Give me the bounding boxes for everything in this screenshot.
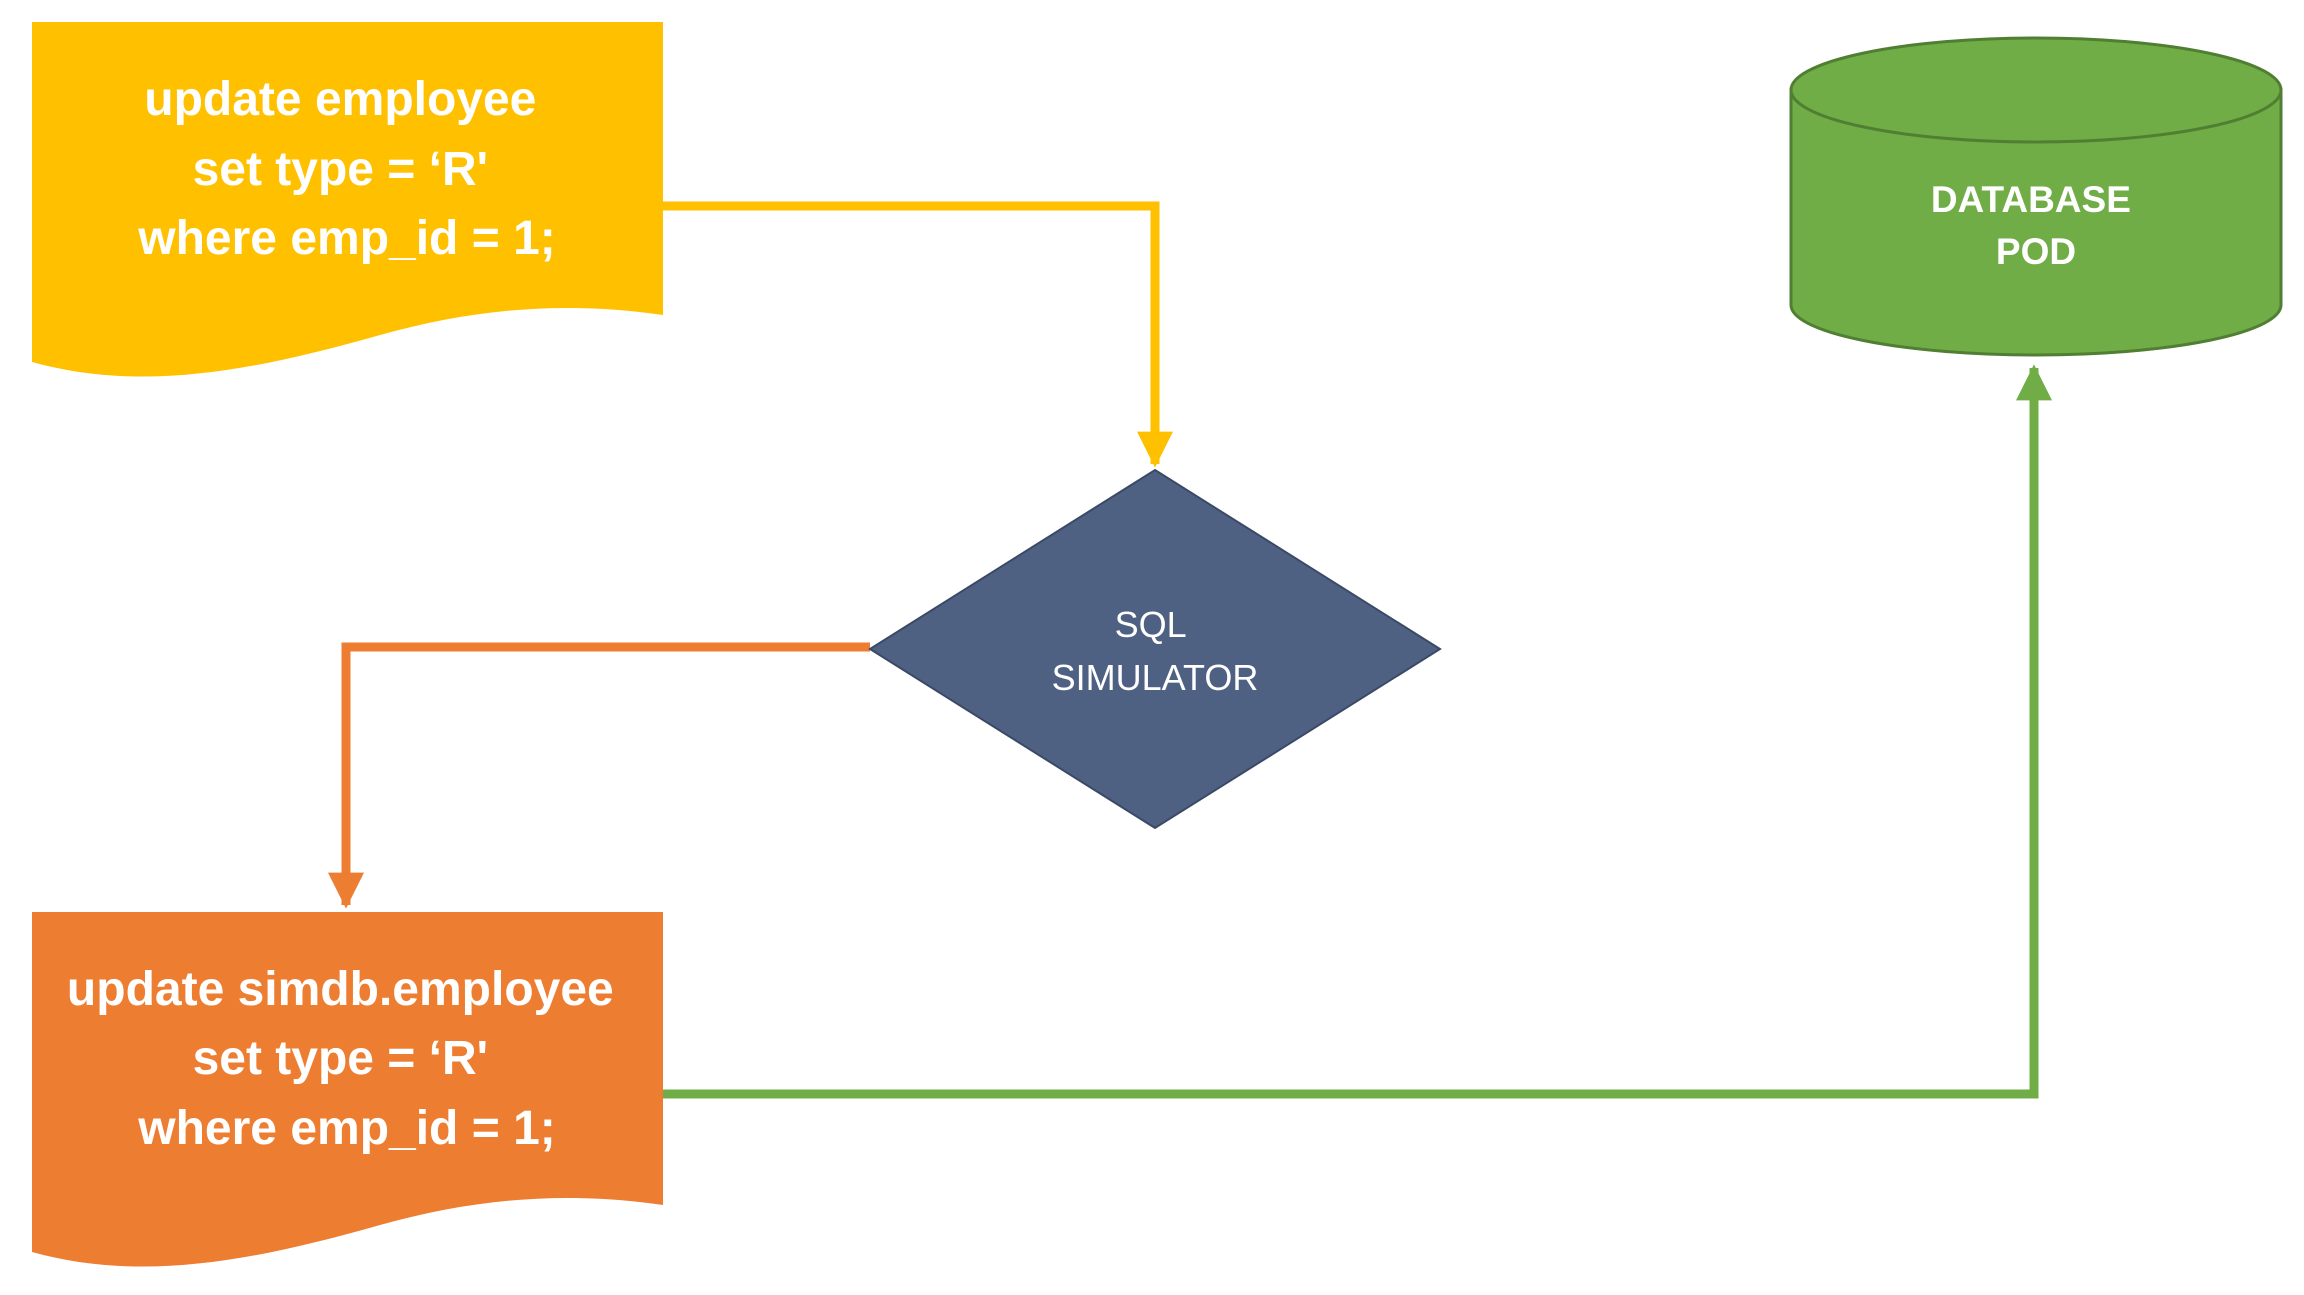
database-label-line1: DATABASE [1931,179,2131,220]
svg-text:update employee set type: update employee set type = ‘R' where emp… [137,73,556,265]
output-query-line2: set type = ‘R' [193,1032,489,1085]
simulator-label-line1: SQL [1115,604,1186,645]
output-query-line3: where emp_id = 1; [137,1102,556,1155]
source-query-shape [32,22,663,377]
source-query-line1: update employee [144,73,536,126]
database-top [1789,36,2283,144]
svg-text:DATABASE POD: DATABASE POD [1931,179,2141,272]
source-query-line3: where emp_id = 1; [137,212,556,265]
sql-simulator-diamond [868,468,1442,830]
source-query-document: update employee set type = ‘R' where emp… [32,22,663,377]
sql-simulator-decision: SQL SIMULATOR [868,468,1442,830]
svg-text:update simdb.employee se: update simdb.employee set type = ‘R' whe… [67,963,627,1155]
database-pod-cylinder: DATABASE POD [1789,36,2283,357]
simulator-label-line2: SIMULATOR [1052,657,1259,698]
output-query-line1: update simdb.employee [67,963,614,1016]
connector-output-to-database [663,364,2052,1099]
connector-simulator-to-output [328,642,870,909]
database-label-line2: POD [1996,231,2076,272]
output-query-shape [32,912,663,1267]
output-query-document: update simdb.employee set type = ‘R' whe… [32,912,663,1267]
connector-source-to-simulator [663,201,1173,468]
svg-text:SQL SIMULATOR: SQL SIMULATOR [1052,604,1259,698]
source-query-line2: set type = ‘R' [193,143,489,196]
database-body [1789,88,2283,357]
